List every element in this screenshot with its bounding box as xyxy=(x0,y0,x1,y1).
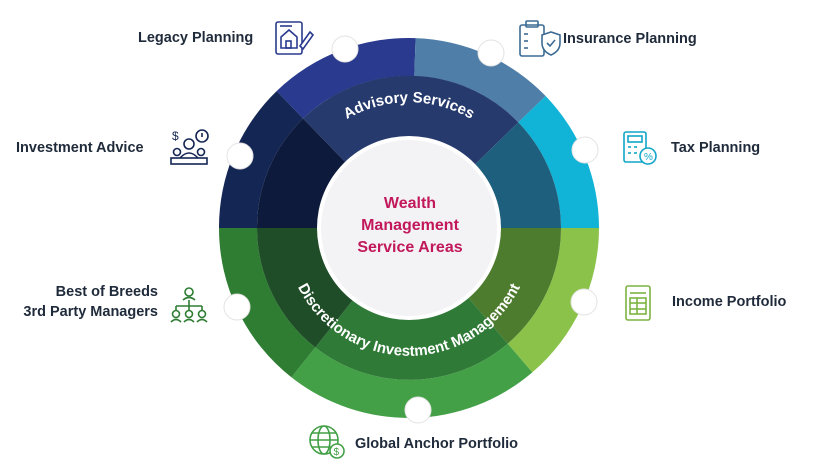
tax-calculator-icon: % xyxy=(623,131,657,165)
best-of-breeds-line-1: Best of Breeds xyxy=(55,284,158,300)
inner-advisory-left xyxy=(256,118,347,228)
segment-legacy-planning xyxy=(276,37,416,119)
center-title-line-3: Service Areas xyxy=(357,239,463,256)
legacy-planning-label: Legacy Planning xyxy=(138,30,254,46)
dot-best-of-breeds xyxy=(223,293,251,321)
ledger-document-icon xyxy=(625,285,651,321)
manager-network-icon xyxy=(170,287,208,323)
dot-investment-advice xyxy=(226,142,254,170)
investment-advice-label: Investment Advice xyxy=(16,140,144,156)
svg-text:$: $ xyxy=(172,129,179,143)
global-anchor-portfolio-label: Global Anchor Portfolio xyxy=(355,436,518,452)
svg-text:%: % xyxy=(644,152,653,163)
best-of-breeds-line-2: 3rd Party Managers xyxy=(23,304,158,320)
dot-global-anchor xyxy=(404,396,432,424)
house-document-icon xyxy=(275,21,315,55)
svg-text:$: $ xyxy=(334,447,340,458)
tax-planning-label: Tax Planning xyxy=(671,140,761,156)
segment-income-portfolio xyxy=(507,228,599,373)
segment-global-anchor-portfolio xyxy=(291,343,533,418)
segment-third-party-managers xyxy=(218,228,316,378)
center-disc-shade xyxy=(321,140,497,316)
income-portfolio-label: Income Portfolio xyxy=(672,294,787,310)
clipboard-shield-icon xyxy=(519,20,561,57)
dot-insurance xyxy=(477,39,505,67)
center-title-line-2: Management xyxy=(361,217,459,234)
center-title: Wealth Management Service Areas xyxy=(335,193,485,259)
inner-discretionary-right xyxy=(467,228,561,344)
segment-tax-planning xyxy=(518,96,599,228)
best-of-breeds-label: Best of Breeds 3rd Party Managers xyxy=(0,282,158,322)
dot-legacy xyxy=(331,35,359,63)
inner-discretionary-left xyxy=(257,228,354,348)
dot-income xyxy=(570,288,598,316)
connector-dots xyxy=(223,35,599,424)
globe-dollar-icon: $ xyxy=(309,425,345,459)
insurance-planning-label: Insurance Planning xyxy=(563,31,697,47)
dot-tax xyxy=(571,136,599,164)
segment-investment-advice xyxy=(218,91,304,228)
center-title-line-1: Wealth xyxy=(383,195,437,212)
segment-insurance-planning xyxy=(414,38,546,123)
inner-discretionary-bottom xyxy=(315,296,508,380)
inner-advisory-top xyxy=(303,75,519,166)
advisor-meeting-icon: $ xyxy=(170,129,209,165)
